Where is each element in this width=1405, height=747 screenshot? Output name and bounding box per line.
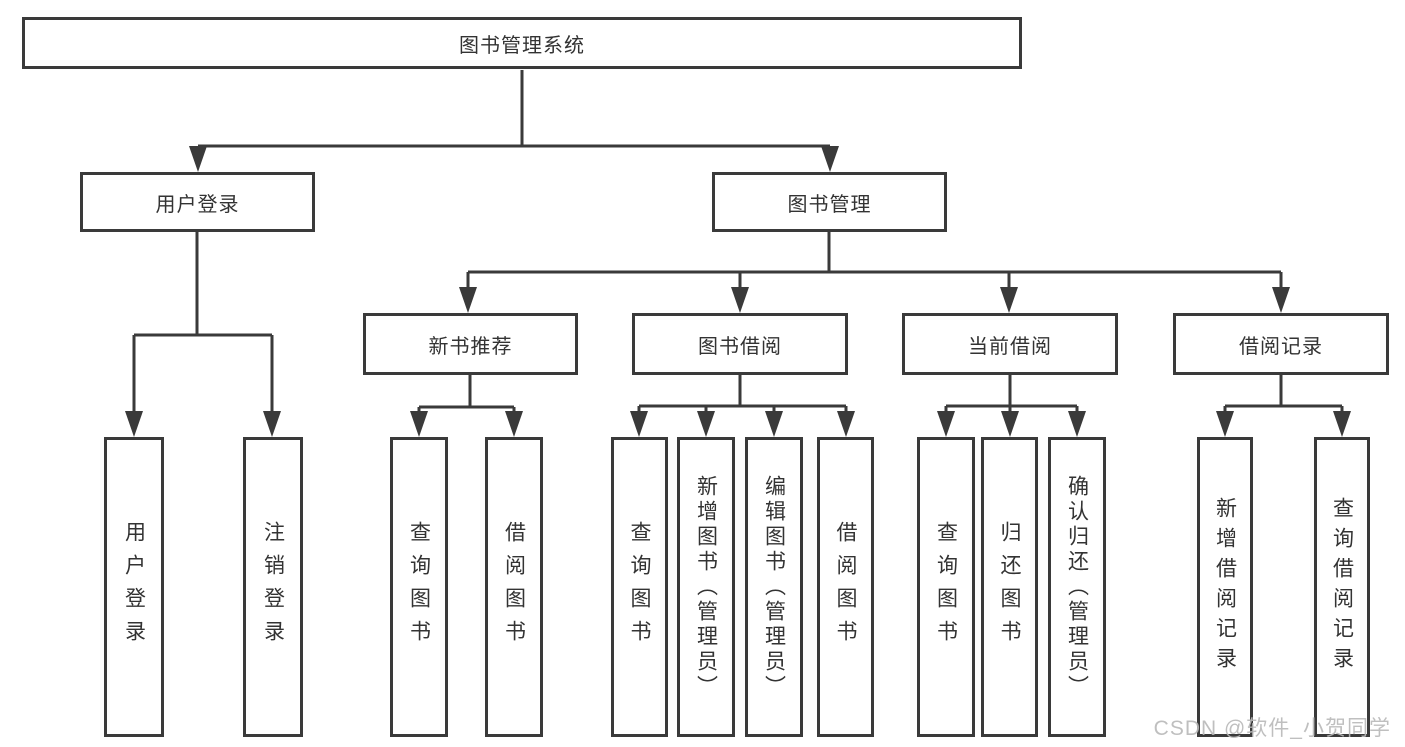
- leaf-borrow-add-books-admin-label: 新增图书（管理员）: [694, 474, 718, 700]
- node-current-borrow-label: 当前借阅: [968, 335, 1052, 358]
- tree-edges: [132, 70, 1344, 415]
- leaf-current-query-books-label: 查询图书: [934, 521, 958, 653]
- leaf-recommend-query-books-label: 查询图书: [407, 521, 431, 653]
- leaf-records-add-borrow-record-label: 新增借阅记录: [1213, 497, 1237, 677]
- leaf-borrow-edit-books-admin-label: 编辑图书（管理员）: [762, 474, 786, 700]
- node-borrow-records: 借阅记录: [1173, 313, 1389, 375]
- node-new-book-recommend: 新书推荐: [363, 313, 578, 375]
- node-book-management: 图书管理: [712, 172, 947, 232]
- leaf-borrow-query-books-label: 查询图书: [628, 521, 651, 653]
- leaf-borrow-add-books-admin: 新增图书（管理员）: [677, 437, 735, 737]
- leaf-recommend-query-books: 查询图书: [390, 437, 448, 737]
- leaf-records-query-borrow-record-label: 查询借阅记录: [1330, 497, 1354, 677]
- csdn-watermark: CSDN @软件_小贺同学: [1153, 717, 1391, 740]
- node-root-label: 图书管理系统: [459, 34, 585, 57]
- node-book-borrow-label: 图书借阅: [698, 335, 782, 358]
- leaf-logout: 注销登录: [243, 437, 303, 737]
- leaf-user-login: 用户登录: [104, 437, 164, 737]
- leaf-current-query-books: 查询图书: [917, 437, 975, 737]
- leaf-user-login-label: 用户登录: [122, 521, 146, 653]
- node-user-login-label: 用户登录: [155, 193, 240, 216]
- node-current-borrow: 当前借阅: [902, 313, 1118, 375]
- leaf-current-return-books: 归还图书: [981, 437, 1038, 737]
- leaf-current-confirm-return-admin-label: 确认归还（管理员）: [1065, 474, 1089, 700]
- node-user-login: 用户登录: [80, 172, 315, 232]
- node-borrow-records-label: 借阅记录: [1239, 335, 1323, 358]
- leaf-borrow-borrow-books-label: 借阅图书: [834, 521, 857, 653]
- arrowhead-icons: [125, 146, 1351, 437]
- leaf-current-confirm-return-admin: 确认归还（管理员）: [1048, 437, 1106, 737]
- leaf-current-return-books-label: 归还图书: [998, 521, 1021, 653]
- leaf-borrow-edit-books-admin: 编辑图书（管理员）: [745, 437, 803, 737]
- node-root-system: 图书管理系统: [22, 17, 1022, 69]
- leaf-records-add-borrow-record: 新增借阅记录: [1197, 437, 1253, 737]
- leaf-borrow-borrow-books: 借阅图书: [817, 437, 874, 737]
- leaf-recommend-borrow-books: 借阅图书: [485, 437, 543, 737]
- node-book-borrow: 图书借阅: [632, 313, 848, 375]
- leaf-borrow-query-books: 查询图书: [611, 437, 668, 737]
- leaf-logout-label: 注销登录: [261, 521, 285, 653]
- node-new-book-recommend-label: 新书推荐: [428, 335, 513, 358]
- node-book-management-label: 图书管理: [787, 193, 872, 216]
- leaf-records-query-borrow-record: 查询借阅记录: [1314, 437, 1370, 737]
- leaf-recommend-borrow-books-label: 借阅图书: [502, 521, 526, 653]
